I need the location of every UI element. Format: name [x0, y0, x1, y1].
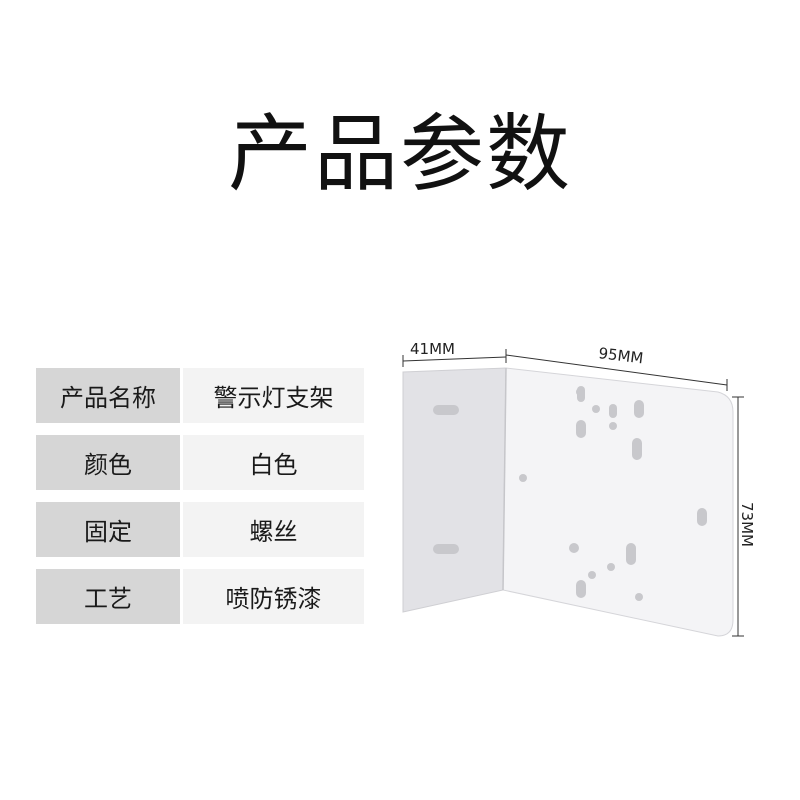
bracket-diagram: 41MM 95MM 73MM: [402, 340, 756, 637]
bracket-bend-line: [502, 367, 507, 591]
round-hole: [519, 474, 527, 482]
dimension-height: [732, 396, 744, 637]
spec-divider: [180, 502, 183, 557]
slot-hole: [577, 386, 585, 402]
spec-row-fixing: 固定 螺丝: [36, 502, 364, 557]
round-hole: [588, 571, 596, 579]
page-title: 产品参数: [227, 105, 572, 203]
spec-label: 固定: [36, 502, 180, 557]
spec-row-color: 颜色 白色: [36, 435, 364, 490]
dimension-label-height: 73MM: [738, 502, 756, 547]
slot-hole: [632, 438, 642, 460]
round-hole: [635, 593, 643, 601]
slot-hole: [634, 400, 644, 418]
spec-divider: [180, 435, 183, 490]
slot-hole: [576, 420, 586, 438]
slot-hole: [609, 404, 617, 418]
spec-value: 白色: [183, 435, 364, 490]
spec-row-name: 产品名称 警示灯支架: [36, 368, 364, 423]
slot-hole: [626, 543, 636, 565]
side-holes: [433, 405, 459, 554]
bracket-side-panel: [402, 367, 507, 613]
spec-label: 颜色: [36, 435, 180, 490]
round-hole: [592, 405, 600, 413]
round-hole: [569, 543, 579, 553]
round-hole: [607, 563, 615, 571]
slot-hole: [697, 508, 707, 526]
dimension-label-front-width: 95MM: [598, 344, 645, 367]
spec-row-process: 工艺 喷防锈漆: [36, 569, 364, 624]
slot-hole: [433, 405, 459, 415]
spec-value: 螺丝: [183, 502, 364, 557]
front-holes: [519, 386, 707, 601]
slot-hole: [576, 580, 586, 598]
spec-divider: [180, 368, 183, 423]
dimension-label-side-width: 41MM: [410, 340, 455, 358]
spec-value: 警示灯支架: [183, 368, 364, 423]
bracket-front-panel: [502, 367, 734, 637]
dimension-front-width: [505, 349, 728, 391]
spec-label: 产品名称: [36, 368, 180, 423]
slot-hole: [433, 544, 459, 554]
round-hole: [609, 422, 617, 430]
spec-label: 工艺: [36, 569, 180, 624]
spec-value: 喷防锈漆: [183, 569, 364, 624]
spec-divider: [180, 569, 183, 624]
